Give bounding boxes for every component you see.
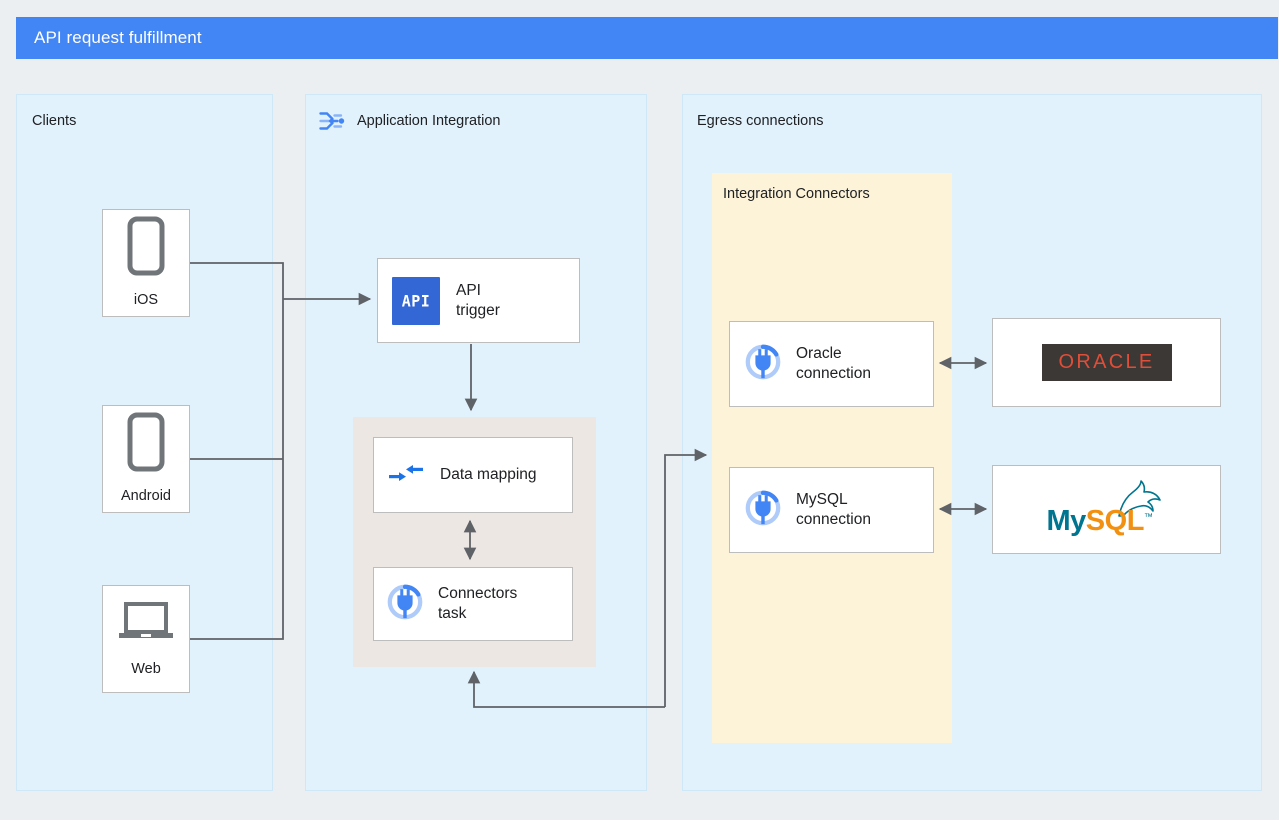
client-card-ios[interactable]: iOS <box>102 209 190 317</box>
node-api-trigger[interactable]: API API trigger <box>377 258 580 343</box>
external-system-mysql: MySQL™ <box>992 465 1221 554</box>
lane-label-application-integration: Application Integration <box>357 113 501 129</box>
node-label-data-mapping: Data mapping <box>440 466 537 484</box>
laptop-icon <box>117 599 175 650</box>
client-label-ios: iOS <box>133 292 159 309</box>
node-data-mapping[interactable]: Data mapping <box>373 437 573 513</box>
external-system-oracle: ORACLE <box>992 318 1221 407</box>
mobile-phone-icon <box>124 216 168 281</box>
mysql-logo: MySQL™ <box>1047 479 1167 540</box>
lane-label-egress-connections: Egress connections <box>697 113 824 129</box>
mobile-phone-icon <box>124 412 168 477</box>
node-label-connectors-task: Connectors task <box>438 585 518 622</box>
mysql-wordmark-sql: SQL <box>1085 504 1145 537</box>
group-label-integration-connectors: Integration Connectors <box>723 186 870 202</box>
node-label-api-trigger: API trigger <box>456 281 500 319</box>
mysql-wordmark-my: My <box>1046 504 1087 537</box>
node-oracle-connection[interactable]: Oracle connection <box>729 321 934 407</box>
node-label-oracle-connection: Oracle connection <box>796 345 871 382</box>
mysql-wordmark: MySQL™ <box>1047 505 1153 538</box>
client-card-web[interactable]: Web <box>102 585 190 693</box>
page-title: API request fulfillment <box>34 28 202 47</box>
lane-label-clients: Clients <box>32 113 77 129</box>
node-connectors-task[interactable]: Connectors task <box>373 567 573 641</box>
mysql-dolphin-icon <box>1111 476 1163 523</box>
mysql-trademark: ™ <box>1143 510 1153 521</box>
node-label-mysql-connection: MySQL connection <box>796 491 871 528</box>
client-label-web: Web <box>131 661 161 678</box>
oracle-wordmark: ORACLE <box>1058 351 1155 373</box>
client-label-android: Android <box>121 488 171 505</box>
oracle-logo: ORACLE <box>1041 344 1172 381</box>
application-integration-icon <box>317 106 347 136</box>
api-badge-icon: API <box>392 276 440 325</box>
group-integration-connectors <box>712 173 952 743</box>
api-badge-text: API <box>401 290 431 311</box>
diagram-title-bar: API request fulfillment <box>16 17 1278 59</box>
connector-plug-icon <box>386 583 424 626</box>
node-mysql-connection[interactable]: MySQL connection <box>729 467 934 553</box>
connector-plug-icon <box>744 489 782 532</box>
connector-plug-icon <box>744 343 782 386</box>
client-card-android[interactable]: Android <box>102 405 190 513</box>
data-mapping-arrows-icon <box>388 459 424 492</box>
